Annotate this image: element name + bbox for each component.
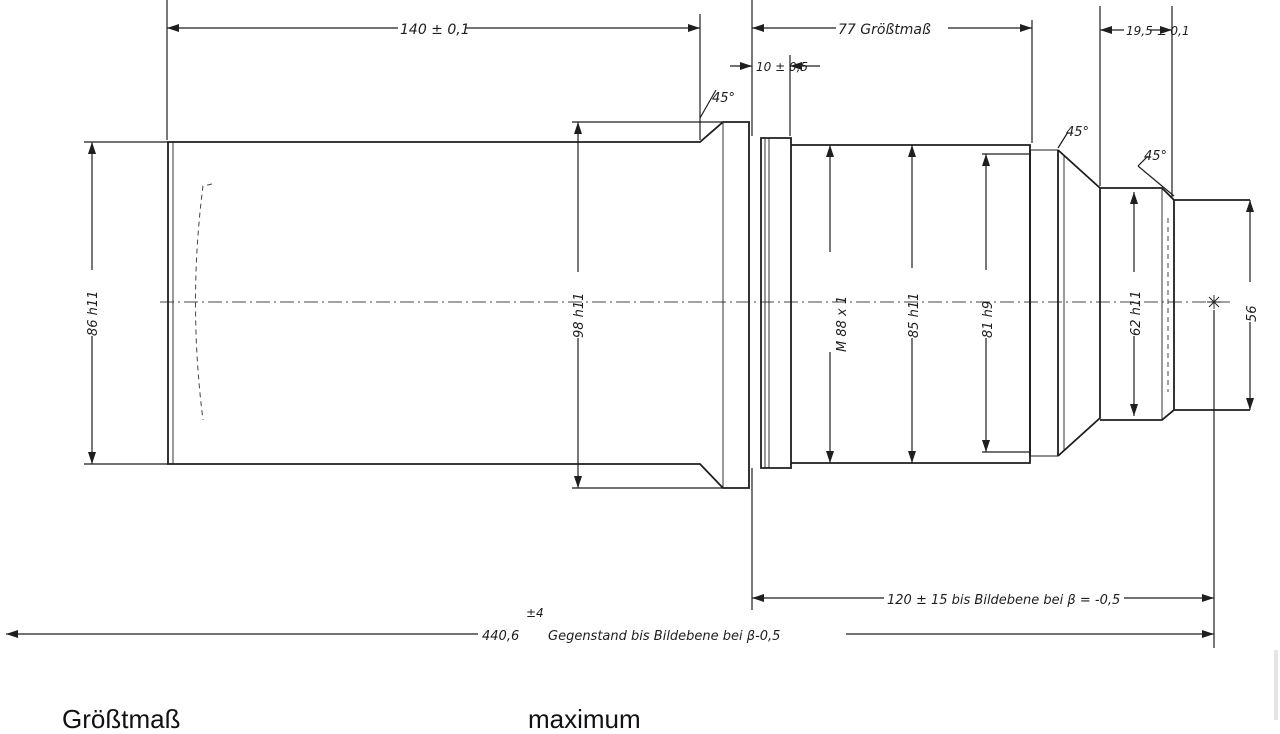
dim-dia-front: 86 h11 bbox=[86, 291, 101, 336]
legend-left: Größtmaß bbox=[62, 704, 181, 734]
dim-thread: M 88 x 1 bbox=[835, 296, 850, 352]
dim-total-value: 440,6 bbox=[482, 629, 519, 644]
dim-dia-step: 62 h11 bbox=[1129, 291, 1144, 336]
part-outline bbox=[167, 121, 1250, 489]
top-dimensions: 140 ± 0,1 77 Größtmaß 19,5 ± 0,1 10 ± 0,… bbox=[166, 0, 1190, 198]
dim-dia-flange: 98 h11 bbox=[572, 293, 587, 338]
dim-chamfer-3: 45° bbox=[1144, 149, 1167, 164]
dim-total-text: Gegenstand bis Bildebene bei β-0,5 bbox=[548, 629, 780, 644]
dim-image-distance: 120 ± 15 bis Bildebene bei β = -0,5 bbox=[887, 593, 1120, 608]
dim-length-tip: 19,5 ± 0,1 bbox=[1126, 24, 1190, 38]
dim-dia-tip: 56 bbox=[1245, 305, 1260, 322]
dim-length-rear: 77 Größtmaß bbox=[838, 22, 931, 38]
focal-point-icon bbox=[1207, 295, 1221, 309]
diameter-dimensions: 86 h11 98 h11 M 88 x 1 85 h11 81 h9 62 h… bbox=[84, 121, 1260, 489]
dim-chamfer-2: 45° bbox=[1066, 125, 1089, 140]
bottom-dimensions: 120 ± 15 bis Bildebene bei β = -0,5 ±4 4… bbox=[6, 310, 1215, 648]
legend-right: maximum bbox=[528, 704, 641, 734]
dim-dia-ring: 81 h9 bbox=[981, 301, 996, 338]
dim-total-tolerance: ±4 bbox=[526, 606, 544, 620]
dim-chamfer-1: 45° bbox=[712, 91, 735, 106]
dim-dia-mid: 85 h11 bbox=[907, 293, 922, 338]
dim-length-front: 140 ± 0,1 bbox=[400, 22, 470, 38]
dim-flange-width: 10 ± 0,5 bbox=[756, 60, 808, 74]
